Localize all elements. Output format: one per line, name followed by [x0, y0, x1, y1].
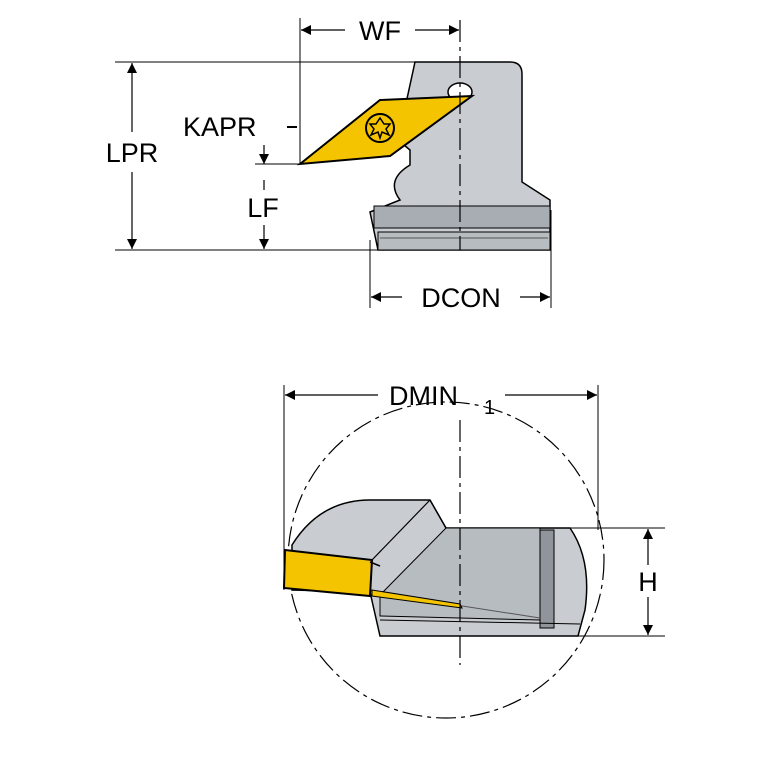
wf-label: WF — [359, 16, 401, 46]
dmin-subscript: 1 — [484, 397, 495, 419]
lpr-label: LPR — [106, 138, 159, 168]
lf-label: LF — [247, 193, 279, 223]
h-label: H — [638, 567, 658, 597]
top-shank-band-low — [377, 231, 551, 251]
top-shank-band — [373, 205, 551, 229]
kapr-label: KAPR — [183, 112, 257, 142]
bottom-shank-slot — [539, 529, 555, 629]
dmin-circle — [287, 401, 605, 719]
bottom-view: DMIN 1 H — [282, 381, 665, 719]
dmin-label: DMIN — [389, 381, 458, 411]
top-view: WF LPR KAPR LF DCON — [106, 16, 552, 313]
top-torx-screw — [365, 113, 395, 143]
dcon-label: DCON — [421, 283, 501, 313]
